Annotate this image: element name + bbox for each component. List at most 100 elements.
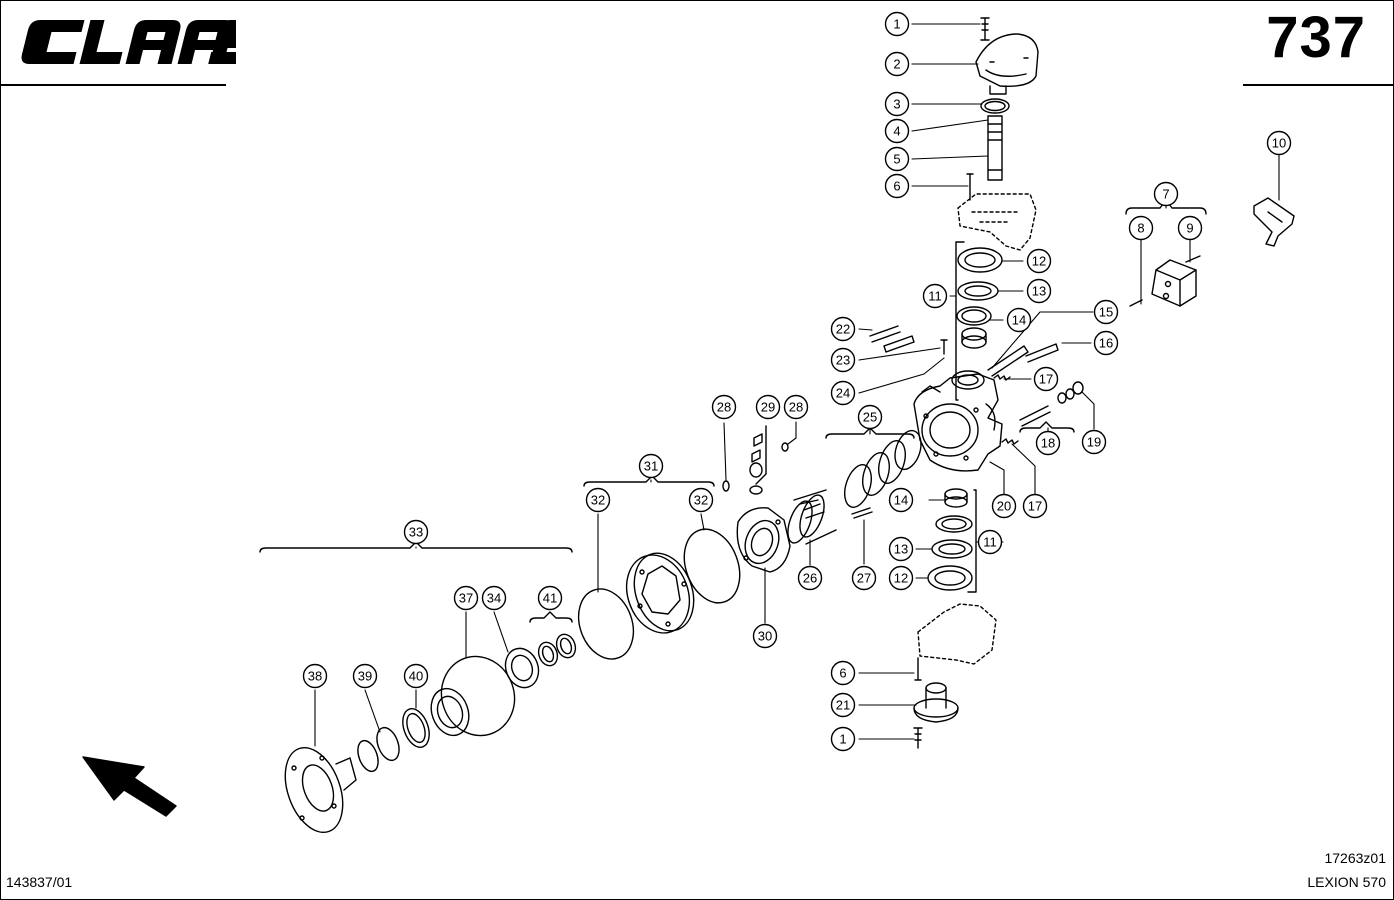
callout-5: 5 [884,146,910,172]
callout-16: 16 [1093,330,1119,356]
callout-12: 12 [1026,248,1052,274]
callout-circle [1022,493,1048,519]
callout-7: 7 [1153,181,1179,207]
callout-label: 32 [591,493,605,508]
header-rule-left [0,84,226,86]
callout-label: 17 [1028,499,1042,514]
callout-6: 6 [884,173,910,199]
callout-circle [851,565,877,591]
callout-circle [638,453,664,479]
bearing-34 [504,647,540,689]
pins-22-23 [869,325,948,355]
callout-circle [797,565,823,591]
callout-label: 13 [894,542,908,557]
ring-32-left [577,588,635,660]
callout-label: 28 [717,400,731,415]
callout-label: 11 [928,289,942,304]
callout-18: 18 [1035,430,1061,456]
callout-label: 17 [1039,372,1053,387]
callout-2: 2 [884,51,910,77]
callout-3: 3 [884,91,910,117]
callout-13: 13 [888,536,914,562]
callout-circle [830,692,856,718]
callout-27: 27 [851,565,877,591]
callout-circle [1033,366,1059,392]
callout-circle [1093,299,1119,325]
callout-13: 13 [1026,278,1052,304]
rods-15-16 [987,343,1059,377]
ring-39 [376,726,400,762]
callout-26: 26 [797,565,823,591]
callout-11: 11 [977,529,1003,555]
callout-30: 30 [752,623,778,649]
bearing-40-inner [406,712,426,744]
callout-6: 6 [830,660,856,686]
bracket-10 [1253,197,1295,247]
upper-stack-parts [957,17,1039,251]
callout-circle [352,663,378,689]
callout-1: 1 [884,11,910,37]
callout-circle [922,283,948,309]
callout-label: 20 [997,499,1011,514]
callout-circle [857,404,883,430]
callout-4: 4 [884,118,910,144]
callout-label: 30 [758,629,772,644]
model-name: LEXION 570 [1307,874,1386,890]
callout-12: 12 [888,565,914,591]
callout-17: 17 [1022,493,1048,519]
callout-circle [755,394,781,420]
callout-circle [884,11,910,37]
callout-label: 25 [863,410,877,425]
callout-24: 24 [830,380,856,406]
callout-20: 20 [991,493,1017,519]
callout-circle [1093,330,1119,356]
callout-label: 31 [644,459,658,474]
callout-41: 41 [537,585,563,611]
callout-label: 12 [894,571,908,586]
callout-label: 39 [358,669,372,684]
o-rings-25 [844,429,922,508]
callout-21: 21 [830,692,856,718]
callout-circle [403,519,429,545]
callout-15: 15 [1093,299,1119,325]
callout-circle [830,316,856,342]
callout-circle [1266,130,1292,156]
ring-32-right [683,528,741,604]
bolt-1-lower [913,727,923,749]
callout-label: 34 [487,591,501,606]
callout-label: 9 [1186,221,1193,236]
callout-label: 22 [836,322,850,337]
callout-31: 31 [638,453,664,479]
callout-circle [1153,181,1179,207]
callout-28: 28 [711,394,737,420]
flange-38 [284,747,357,833]
callout-circle [888,536,914,562]
callout-circle [302,663,328,689]
bearing-40 [402,708,430,748]
screw-6-lower [914,657,922,681]
direction-arrow-icon [82,756,177,817]
main-housing [913,370,1003,472]
callout-circle [888,487,914,513]
callout-32: 32 [688,487,714,513]
lower-bracket [917,603,997,665]
callout-label: 24 [836,386,850,401]
callout-label: 11 [983,535,997,550]
callout-25: 25 [857,404,883,430]
gear-26 [787,489,837,545]
page-number: 737 [1266,5,1366,70]
callout-label: 1 [839,732,846,747]
callout-8: 8 [1128,215,1154,241]
callout-28: 28 [783,394,809,420]
doc-id: 143837/01 [6,874,73,890]
callout-23: 23 [830,347,856,373]
callout-circle [884,146,910,172]
callout-circle [783,394,809,420]
group-bracket-41 [529,611,573,623]
callout-label: 3 [893,97,900,112]
callout-circle [884,51,910,77]
callout-label: 12 [1032,254,1046,269]
bearing-stack-bottom [927,488,973,591]
